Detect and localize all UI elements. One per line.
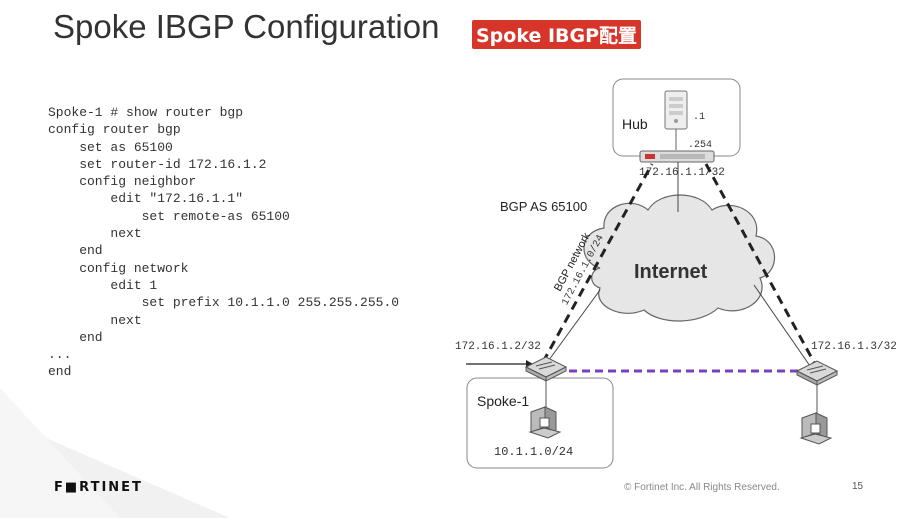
code-line: Spoke-1 # show router bgp (48, 105, 244, 120)
spoke2-firewall-icon (795, 360, 839, 386)
code-line: edit 1 (48, 277, 158, 293)
spoke1-firewall-icon (524, 356, 568, 382)
code-line: set prefix 10.1.1.0 255.255.255.0 (48, 295, 400, 311)
bgp-as-label: BGP AS 65100 (500, 199, 587, 214)
code-line: set remote-as 65100 (48, 208, 290, 224)
fortinet-logo: F■RTINET (54, 480, 143, 495)
code-line: next (48, 226, 142, 242)
spoke1-ip: 172.16.1.2/32 (455, 341, 541, 353)
code-line: end (48, 243, 103, 259)
code-line: edit "172.16.1.1" (48, 191, 244, 207)
server-icon (664, 90, 688, 130)
hub-server-ip: .1 (693, 112, 705, 123)
hub-ip: 172.16.1.1/32 (639, 167, 725, 179)
firewall-appliance-icon (639, 150, 715, 163)
hub-fw-ip: .254 (688, 140, 712, 151)
code-line: set as 65100 (48, 139, 173, 155)
bgp-link-hub-spoke2 (704, 163, 817, 365)
internet-cloud (583, 194, 776, 322)
hub-label: Hub (622, 116, 648, 132)
code-line: set router-id 172.16.1.2 (48, 156, 267, 172)
spoke1-pc-icon (528, 406, 562, 439)
slide-title: Spoke IBGP Configuration (53, 8, 440, 45)
code-line: ... (48, 347, 72, 363)
spoke2-ip: 172.16.1.3/32 (811, 341, 897, 353)
code-line: config network (48, 260, 189, 276)
bgp-link-spoke1-hub (541, 163, 654, 363)
title-badge: Spoke IBGP配置 (472, 20, 642, 49)
internet-label: Internet (634, 261, 708, 283)
code-line: config neighbor (48, 174, 197, 190)
cli-code-block: Spoke-1 # show router bgp config router … (48, 104, 399, 381)
code-line: end (48, 329, 103, 345)
page-number: 15 (852, 481, 864, 492)
corner-decoration (0, 388, 230, 518)
spoke1-label: Spoke-1 (477, 393, 529, 409)
code-line: next (48, 312, 142, 328)
copyright-text: © Fortinet Inc. All Rights Reserved. (624, 482, 780, 493)
spoke2-pc-icon (799, 412, 833, 445)
code-line: config router bgp (48, 122, 181, 138)
spoke1-lan: 10.1.1.0/24 (494, 445, 573, 459)
code-line: end (48, 364, 72, 380)
